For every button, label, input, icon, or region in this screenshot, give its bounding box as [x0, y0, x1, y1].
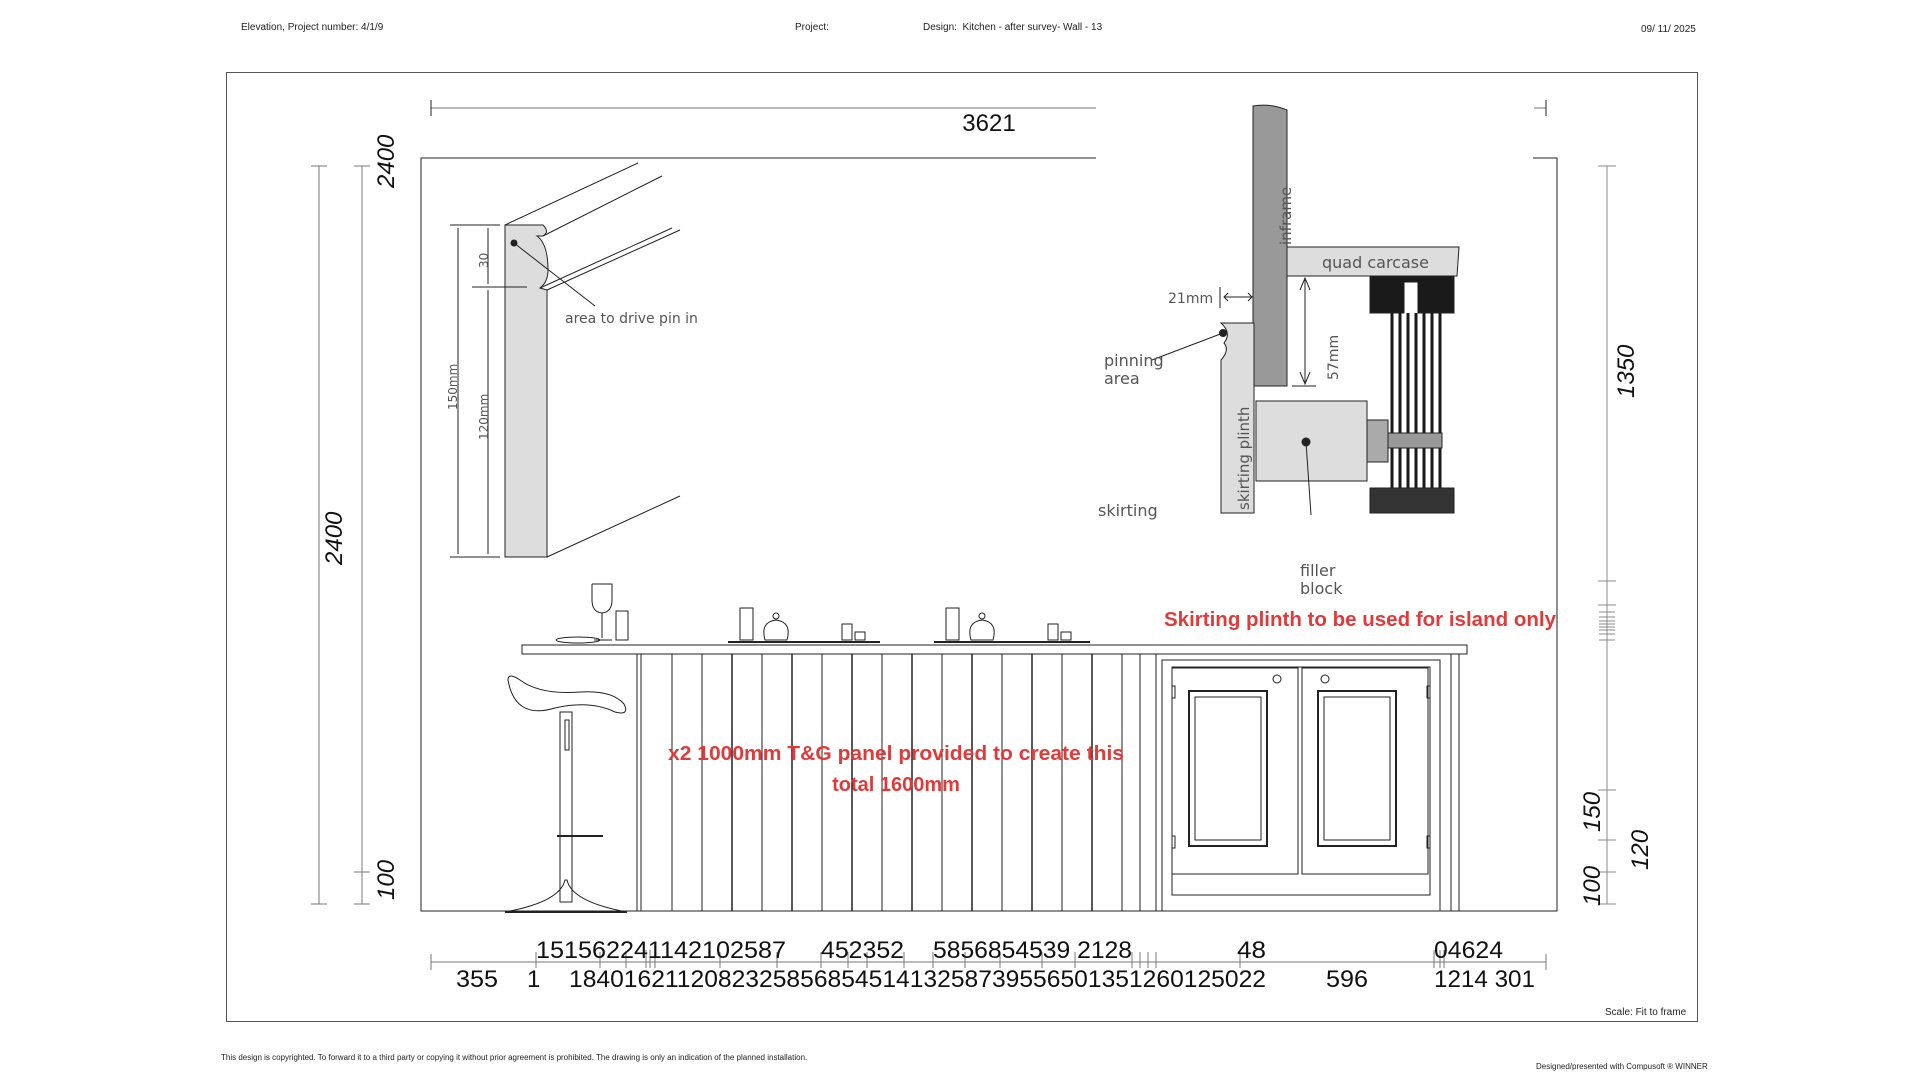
- bottom-dim-bottom-2: 1840162112082325856854514132587395565013…: [569, 966, 1266, 993]
- pin-area-label: area to drive pin in: [565, 311, 698, 327]
- island: [521, 644, 1468, 912]
- bottom-dim-top-1: 452352: [821, 937, 904, 964]
- plinth-detail: [1096, 86, 1532, 642]
- bottom-dim-top-2: 5856854539 2128: [933, 937, 1132, 964]
- bottom-dim-bottom-3: 596: [1326, 966, 1368, 993]
- island-note: Skirting plinth to be used for island on…: [1164, 609, 1557, 631]
- skirting-cut-label: skirting: [1098, 501, 1158, 520]
- inframe-label: inframe: [1277, 187, 1295, 245]
- bottom-dim-bottom-0: 355: [456, 966, 498, 993]
- scale-label: Scale: Fit to frame: [1605, 1007, 1687, 1018]
- design-label-text: Design:: [923, 22, 957, 33]
- quad-carcase-label: quad carcase: [1322, 253, 1429, 272]
- bottom-dim-bottom-1: 1: [527, 966, 540, 993]
- bottom-dimension: [430, 950, 1547, 970]
- countertop-accessories: [555, 583, 1090, 644]
- bottom-dim-bottom-4: 1214 301: [1434, 966, 1535, 993]
- project-label: Project:: [795, 22, 829, 33]
- elevation-project-number: Elevation, Project number: 4/1/9: [241, 22, 384, 33]
- right-120-label: 120: [1627, 829, 1654, 870]
- pinning-label-1: pinning: [1104, 351, 1164, 370]
- skirting-profile-detail: [450, 162, 681, 558]
- filler-label-2: block: [1300, 579, 1343, 598]
- dim-120mm-label: 120mm: [477, 394, 491, 440]
- filler-label-1: filler: [1300, 561, 1336, 580]
- left-height-outer-label: 2400: [321, 511, 348, 566]
- dim-150mm-label: 150mm: [446, 364, 460, 410]
- bottom-dim-top-0: 151562241142102587: [536, 937, 786, 964]
- panel-note-line-1: x2 1000mm T&G panel provided to create t…: [668, 743, 1124, 765]
- left-height-inner-label: 2400: [373, 134, 400, 189]
- top-dimension: [430, 100, 1547, 116]
- top-width-label: 3621: [962, 110, 1015, 137]
- right-150-label: 150: [1579, 791, 1606, 832]
- software-credit: Designed/presented with Compusoft ® WINN…: [1536, 1062, 1708, 1071]
- drawing-frame: [226, 72, 1698, 1022]
- date: 09/ 11/ 2025: [1641, 24, 1696, 35]
- gap-21mm-label: 21mm: [1168, 291, 1213, 307]
- bar-stool: [504, 675, 628, 913]
- right-100-label: 100: [1579, 865, 1606, 906]
- design-label: Design: Kitchen - after survey- Wall - 1…: [923, 22, 1102, 33]
- dim-30-label: 30: [477, 253, 491, 268]
- left-dimensions: [311, 165, 370, 905]
- design-value: Kitchen - after survey- Wall - 13: [962, 22, 1103, 33]
- bottom-dim-top-3: 48: [1237, 937, 1266, 964]
- right-dimensions: [1598, 165, 1616, 905]
- left-plinth-label: 100: [373, 859, 400, 900]
- pinning-label-2: area: [1104, 369, 1140, 388]
- panel-note-line-2: total 1600mm: [832, 774, 960, 796]
- right-upper-label: 1350: [1613, 344, 1640, 398]
- height-57mm-label: 57mm: [1326, 335, 1342, 380]
- copyright-notice: This design is copyrighted. To forward i…: [221, 1053, 808, 1062]
- bottom-dim-top-4: 04624: [1434, 937, 1503, 964]
- skirting-plinth-label: skirting plinth: [1235, 407, 1253, 510]
